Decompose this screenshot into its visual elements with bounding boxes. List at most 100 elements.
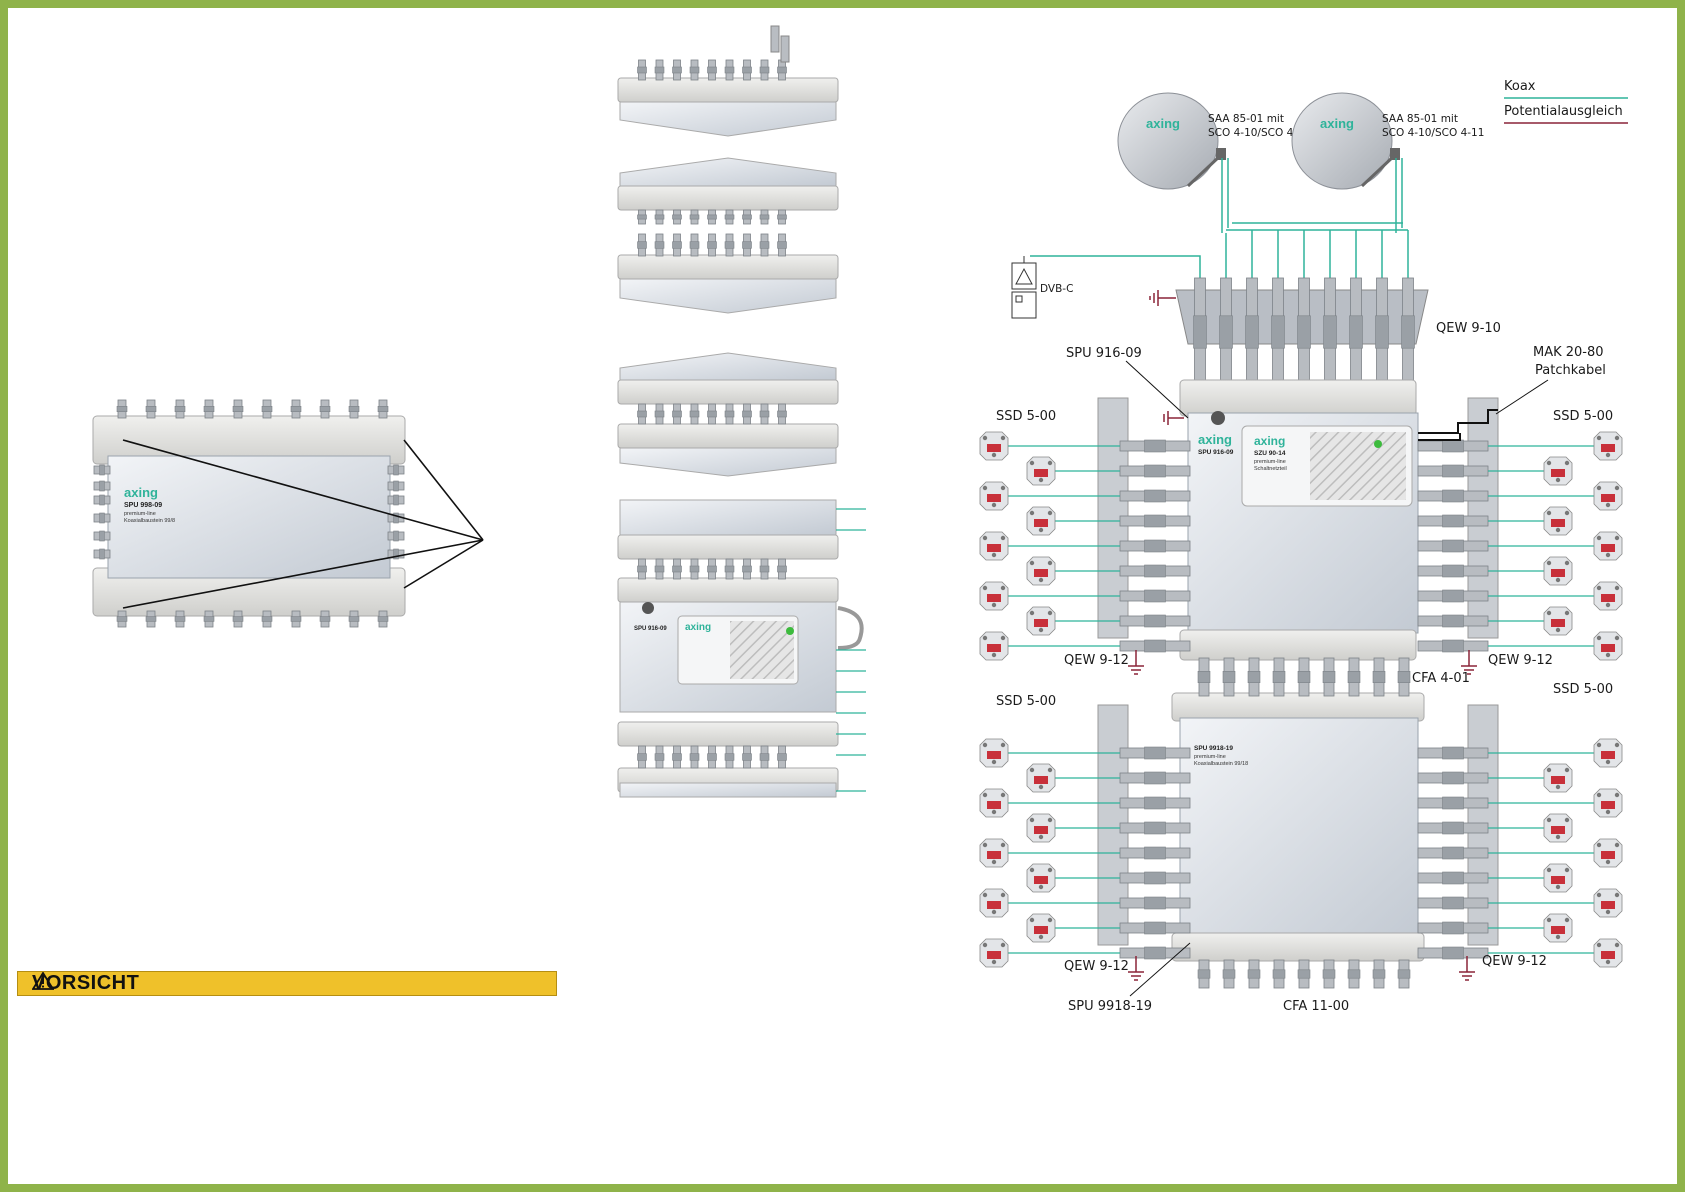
ssd-outlet [1593, 888, 1623, 918]
assembly-connector [724, 745, 735, 769]
ssd-outlet [1026, 456, 1056, 486]
assembly-connector [759, 233, 770, 257]
cfa-4-01-connector [1222, 657, 1236, 697]
side-output-connector [1119, 746, 1191, 760]
left-bottom-connector [232, 610, 244, 628]
assembly-connector [742, 209, 752, 225]
assembly-connector [707, 233, 717, 257]
ssd-outlet [979, 581, 1009, 611]
side-output-connector [1417, 589, 1489, 603]
assembly-connector [707, 745, 717, 769]
side-output-connectors [1008, 439, 1594, 960]
left-bottom-connectors [116, 610, 389, 628]
side-output-connector [1417, 896, 1489, 910]
assembly-connector [724, 59, 735, 81]
qew-9-10-connector [1245, 277, 1259, 387]
assembly-connector [742, 233, 752, 257]
assembly-connector [654, 403, 665, 425]
side-output-connector [1119, 771, 1191, 785]
ssd-outlet [1026, 913, 1056, 943]
top-device-brand: axing [1198, 432, 1232, 447]
assembly-connector [689, 233, 700, 257]
assembly-connector [759, 558, 770, 580]
satellite-dish-2: axing SAA 85-01 mit SCO 4-10/SCO 4-11 [1291, 92, 1484, 190]
assembly-connector [689, 745, 700, 769]
side-output-connector [1119, 921, 1191, 935]
cfa-11-00-connector [1372, 959, 1386, 989]
assembly-connector [689, 59, 700, 81]
left-top-connector [145, 399, 157, 419]
ssd-outlet [979, 531, 1009, 561]
ssd-outlet [1593, 838, 1623, 868]
spu-916-09-label: SPU 916-09 [1066, 346, 1142, 361]
assembly-connector [777, 59, 787, 81]
mak-label: MAK 20-80 [1533, 345, 1604, 360]
qew-9-10-connector [1375, 277, 1389, 387]
assembly-connector [654, 745, 665, 769]
side-output-connector [1417, 539, 1489, 553]
ssd-outlet [979, 481, 1009, 511]
cfa-11-00-connector [1397, 959, 1411, 989]
side-output-connector [1119, 796, 1191, 810]
assembly-connector [637, 745, 647, 769]
assembly-connector [777, 745, 787, 769]
ssd-outlet [1543, 913, 1573, 943]
psu-model: SZU 90-14 [1254, 450, 1286, 457]
left-side-connector [93, 494, 111, 506]
assembly-connector [724, 233, 735, 257]
cfa-11-00-connector [1297, 959, 1311, 989]
top-multiswitch-spu-916-09: axing SPU 916-09 axing SZU 90-14 premium… [1179, 379, 1419, 661]
side-output-connector [1119, 896, 1191, 910]
assembly-connector [689, 209, 700, 225]
dvbc-label: DVB-C [1040, 283, 1073, 295]
ssd-label-top-left: SSD 5-00 [996, 409, 1056, 424]
cfa-4-01-connector [1372, 657, 1386, 697]
cfa-4-01-connector [1197, 657, 1211, 697]
qew-9-10-label: QEW 9-10 [1436, 321, 1501, 336]
ssd-outlet [1593, 531, 1623, 561]
left-side-connector [93, 464, 111, 476]
qew-9-10-connector [1401, 277, 1415, 387]
ssd-outlet [1593, 738, 1623, 768]
left-top-connectors [116, 399, 389, 419]
assembly-step-4: axing SPU 916-09 [617, 499, 866, 798]
assembly-connector [759, 745, 770, 769]
left-side-connector [387, 530, 405, 542]
right-system-diagram: Koax Potentialausgleich axing SAA 85-01 … [979, 79, 1628, 1014]
ssd-outlet [1593, 938, 1623, 968]
left-multiswitch-device: axing SPU 998-09 premium-line Koaxialbau… [92, 399, 484, 628]
left-device-plate [107, 455, 391, 579]
assembly-connector [777, 403, 787, 425]
left-bottom-connector [348, 610, 360, 628]
left-top-connector [116, 399, 128, 419]
side-output-connector [1119, 539, 1191, 553]
qew-9-12-label-bottom-right: QEW 9-12 [1482, 954, 1547, 969]
ssd-outlet [1026, 813, 1056, 843]
side-output-connector [1417, 439, 1489, 453]
dvbc-source: DVB-C [1011, 256, 1073, 319]
cfa-11-00-connectors [1197, 959, 1411, 989]
cfa-11-00-connector [1322, 959, 1336, 989]
cfa-4-01-connector [1347, 657, 1361, 697]
assembly-connector [637, 558, 647, 580]
assembly-connector [707, 403, 717, 425]
assembly-connector [777, 558, 787, 580]
ssd-outlets [979, 431, 1623, 968]
left-side-connector [93, 512, 111, 524]
left-side-connector [387, 464, 405, 476]
assembly-connector [724, 209, 735, 225]
psu-brand: axing [1254, 434, 1285, 448]
qew-9-10-connector [1271, 277, 1285, 387]
mid-device-model: SPU 916-09 [634, 626, 667, 632]
cfa-4-01-label: CFA 4-01 [1412, 671, 1470, 686]
qew-9-10-connector [1349, 277, 1363, 387]
left-side-connector [387, 480, 405, 492]
legend-pa-label: Potentialausgleich [1504, 104, 1623, 119]
ssd-outlet [979, 631, 1009, 661]
ssd-outlet [979, 888, 1009, 918]
psu-status-led [1374, 440, 1382, 448]
dish-1-label-line1: SAA 85-01 mit [1208, 113, 1284, 125]
side-output-connector [1417, 464, 1489, 478]
assembly-connector [637, 233, 647, 257]
cfa-11-00-connector [1222, 959, 1236, 989]
